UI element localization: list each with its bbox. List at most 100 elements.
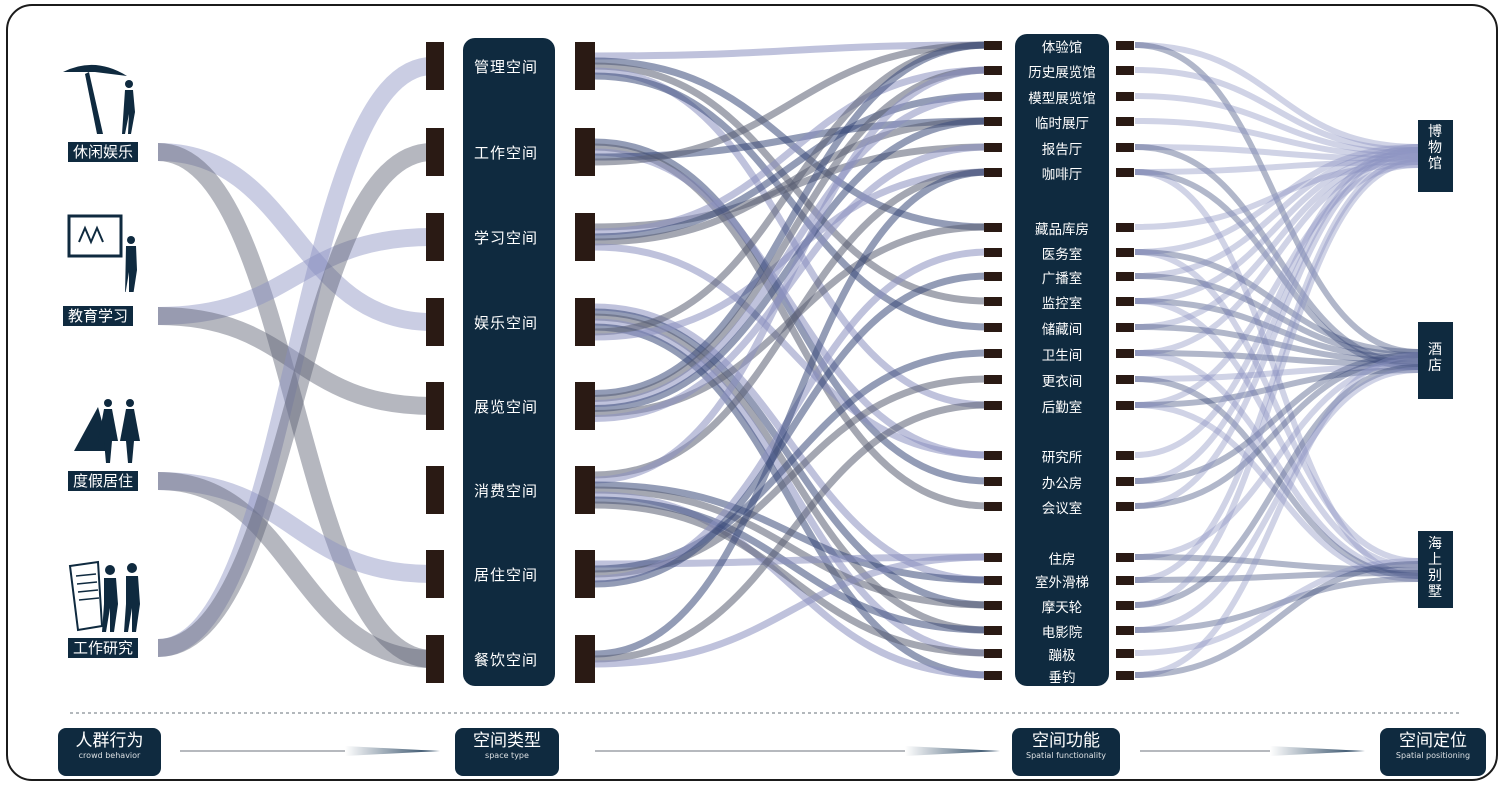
- flow-function-position: [1134, 153, 1419, 330]
- flow-function-position: [1134, 162, 1419, 230]
- flow-type-function: [593, 272, 989, 588]
- flow-function-position: [1134, 249, 1419, 564]
- connector-block: [575, 298, 595, 346]
- function-connector-left: [984, 117, 1002, 126]
- function-connector-left: [984, 626, 1002, 635]
- connector-block: [426, 128, 444, 176]
- flow-type-function: [593, 168, 989, 658]
- flow-function-position: [1134, 350, 1419, 367]
- legend-sublabel: crowd behavior: [78, 751, 141, 760]
- flow-function-position: [1134, 159, 1419, 608]
- function-connector-right: [1116, 649, 1134, 658]
- flow-type-function: [593, 41, 989, 166]
- behavior-label-vacation: 度假居住: [68, 471, 139, 491]
- flow-type-function: [593, 57, 989, 231]
- flow-behavior-type: [157, 143, 433, 331]
- flow-type-function: [593, 243, 989, 459]
- function-label: 电影院: [1041, 625, 1083, 641]
- flow-type-function: [593, 401, 989, 663]
- flow-type-function: [593, 92, 989, 241]
- function-connector-left: [984, 323, 1002, 332]
- space-type-panel: [463, 38, 555, 686]
- tent-people-icon: [74, 399, 140, 463]
- function-connector-left: [984, 41, 1002, 50]
- flow-function-position: [1134, 364, 1419, 382]
- flow-function-position: [1134, 169, 1419, 579]
- space-type-label: 消费空间: [474, 482, 539, 500]
- function-label: 监控室: [1041, 296, 1083, 312]
- function-label: 室外滑梯: [1035, 575, 1089, 591]
- function-label: 广播室: [1041, 271, 1083, 287]
- space-type-label: 餐饮空间: [474, 651, 539, 669]
- behavior-label-education: 教育学习: [63, 306, 134, 326]
- flow-function-position: [1134, 367, 1419, 408]
- flow-function-position: [1134, 298, 1419, 570]
- flow-type-function: [593, 148, 989, 459]
- flow-function-position: [1134, 118, 1419, 159]
- flow-function-position: [1134, 144, 1419, 458]
- function-label: 医务室: [1041, 247, 1083, 263]
- flow-type-function: [593, 553, 989, 668]
- function-connector-right: [1116, 143, 1134, 152]
- function-connector-left: [984, 66, 1002, 75]
- connector-block: [426, 42, 444, 90]
- flow-function-position: [1134, 364, 1419, 608]
- flow-type-function: [593, 349, 989, 573]
- flow-function-position: [1134, 358, 1419, 560]
- function-label: 垂钓: [1048, 670, 1076, 686]
- function-connector-right: [1116, 323, 1134, 332]
- document-people-icon: [68, 560, 140, 632]
- function-connector-right: [1116, 297, 1134, 306]
- flow-function-position: [1134, 144, 1419, 162]
- function-connector-left: [984, 143, 1002, 152]
- connector-block: [426, 635, 444, 683]
- legend-arrow-head: [905, 746, 1000, 756]
- flow-type-function: [593, 72, 989, 331]
- legend-label: 空间定位: [1399, 731, 1467, 751]
- position-box-villa: [1418, 531, 1453, 608]
- flow-function-position: [1134, 273, 1419, 358]
- function-connector-right: [1116, 451, 1134, 460]
- flow-type-function: [593, 41, 989, 60]
- space-type-label: 居住空间: [474, 566, 539, 584]
- function-label: 会议室: [1041, 501, 1083, 517]
- flow-function-position: [1134, 147, 1419, 484]
- connector-block: [426, 466, 444, 514]
- flow-type-function: [593, 66, 989, 484]
- flow-function-position: [1134, 570, 1419, 583]
- connector-block: [575, 42, 595, 90]
- space-type-label: 工作空间: [474, 144, 539, 162]
- connector-block: [575, 550, 595, 598]
- flow-behavior-type: [157, 472, 433, 583]
- function-connector-left: [984, 168, 1002, 177]
- legend-arrow-head: [1270, 746, 1365, 756]
- function-connector-right: [1116, 41, 1134, 50]
- flow-function-position: [1134, 42, 1419, 150]
- flow-function-position: [1134, 561, 1419, 678]
- flow-type-function: [593, 323, 989, 679]
- function-label: 藏品库房: [1035, 222, 1089, 238]
- positioning-label-hotel: 酒店: [1428, 342, 1442, 374]
- flow-function-position: [1134, 576, 1419, 633]
- flow-function-position: [1134, 402, 1419, 582]
- flow-function-position: [1134, 67, 1419, 153]
- function-label: 摩天轮: [1041, 600, 1083, 616]
- connector-block: [426, 550, 444, 598]
- space-type-label: 学习空间: [474, 229, 539, 247]
- function-connector-right: [1116, 349, 1134, 358]
- function-label: 更衣间: [1041, 374, 1083, 390]
- flow-function-position: [1134, 249, 1419, 355]
- connector-block: [575, 466, 595, 514]
- umbrella-person-icon: [63, 64, 135, 134]
- flow-function-position: [1134, 352, 1419, 484]
- function-connector-left: [984, 477, 1002, 486]
- function-connector-left: [984, 451, 1002, 460]
- positioning-label-villa: 海上别墅: [1428, 536, 1442, 600]
- flow-type-function: [593, 66, 989, 402]
- flow-function-position: [1134, 144, 1419, 255]
- flow-function-position: [1134, 156, 1419, 356]
- position-box-hotel: [1418, 322, 1453, 399]
